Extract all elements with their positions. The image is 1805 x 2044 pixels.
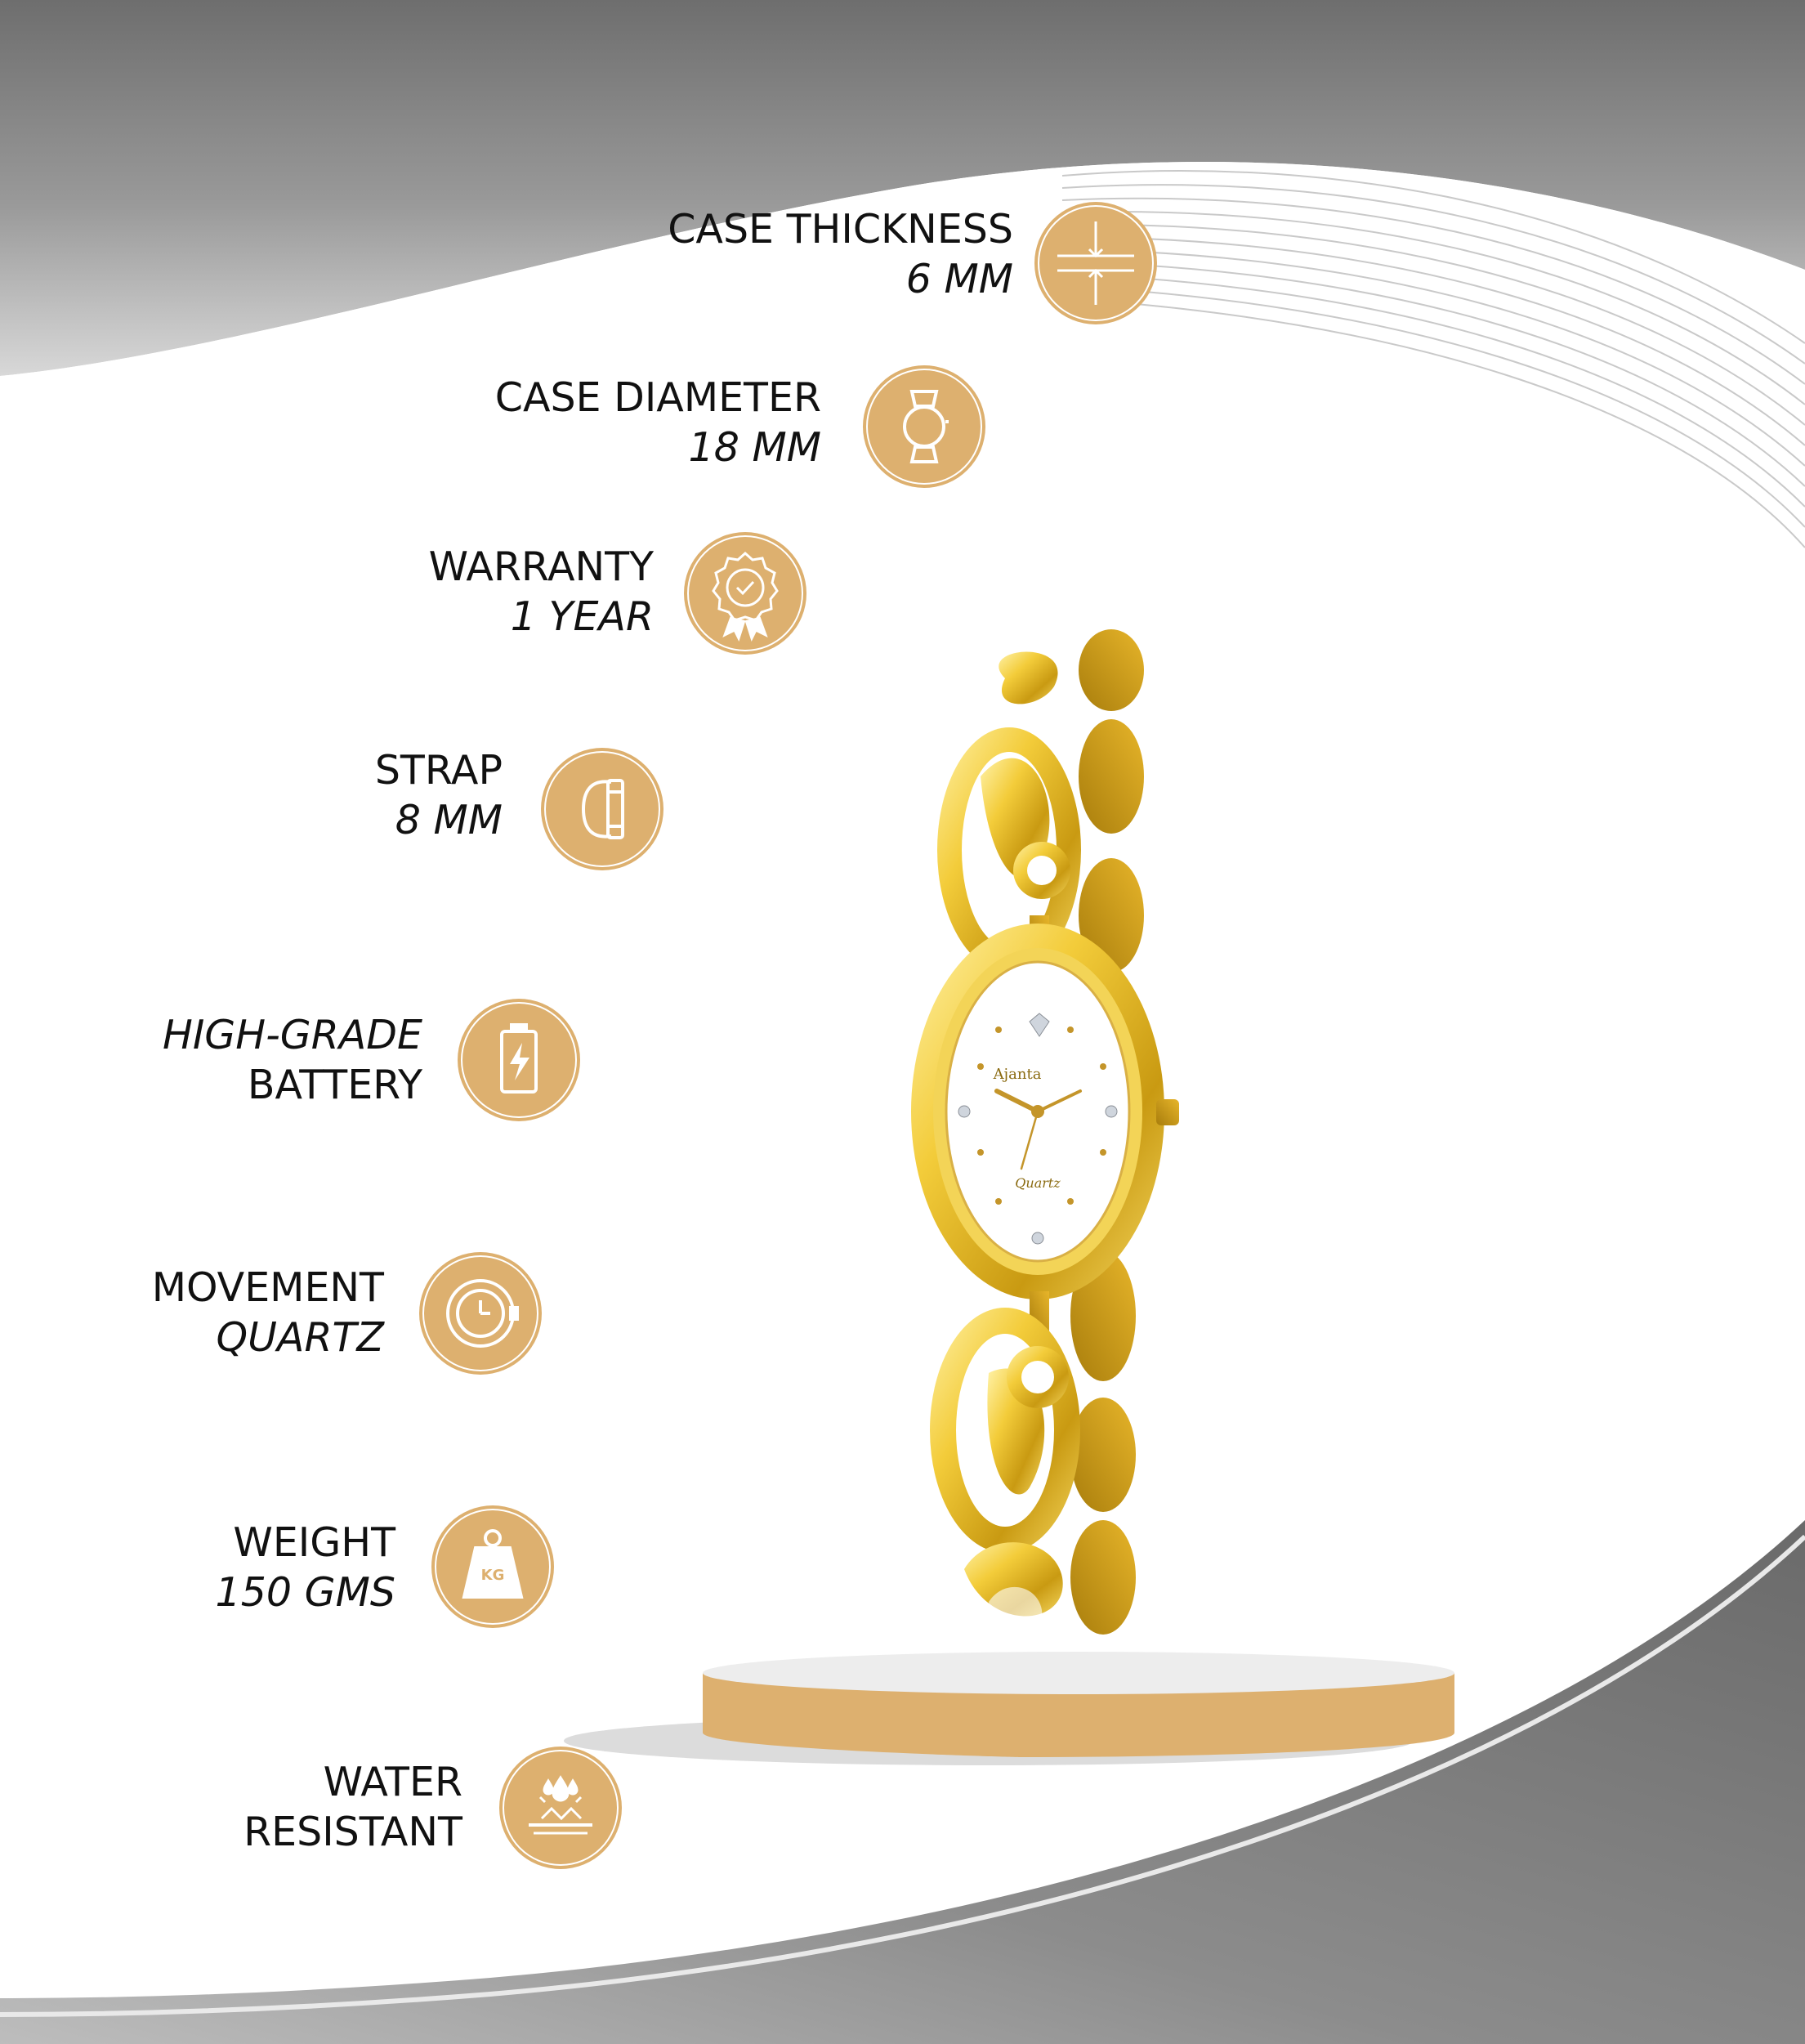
feature-text: CASE DIAMETER 18 MM — [495, 373, 821, 472]
feature-title: WEIGHT — [233, 1519, 395, 1566]
feature-title: HIGH-GRADE — [162, 1012, 422, 1058]
feature-text: WEIGHT 150 GMS — [216, 1518, 395, 1617]
dial-quartz-label: Quartz — [1015, 1175, 1061, 1191]
feature-value: RESISTANT — [243, 1809, 462, 1855]
feature-value: 8 MM — [395, 797, 503, 843]
warranty-badge-icon — [687, 535, 803, 651]
feature-value: BATTERY — [247, 1062, 422, 1108]
feature-water-resistant: WATER RESISTANT — [196, 1757, 462, 1872]
feature-text: WARRANTY 1 YEAR — [429, 542, 654, 642]
feature-movement: MOVEMENT QUARTZ — [131, 1263, 384, 1377]
feature-text: CASE THICKNESS 6 MM — [668, 204, 1013, 304]
dial-brand-label: Ajanta — [993, 1066, 1042, 1083]
feature-title: MOVEMENT — [151, 1264, 384, 1311]
weight-icon: KG — [435, 1509, 551, 1625]
feature-text: WATER RESISTANT — [243, 1757, 462, 1857]
feature-case-thickness: CASE THICKNESS 6 MM — [572, 204, 1013, 319]
feature-value: 150 GMS — [215, 1569, 395, 1616]
watch-icon — [866, 369, 982, 485]
feature-weight: WEIGHT 150 GMS — [163, 1518, 395, 1632]
feature-warranty: WARRANTY 1 YEAR — [343, 542, 654, 656]
feature-value: 6 MM — [905, 256, 1013, 302]
feature-title: WATER — [323, 1759, 462, 1805]
feature-case-diameter: CASE DIAMETER 18 MM — [392, 373, 821, 487]
feature-text: HIGH-GRADE BATTERY — [163, 1010, 422, 1110]
feature-text: MOVEMENT QUARTZ — [152, 1263, 384, 1362]
feature-title: WARRANTY — [428, 543, 654, 590]
display-pedestal — [564, 1652, 1454, 1765]
svg-text:KG: KG — [481, 1567, 505, 1584]
feature-value: QUARTZ — [216, 1314, 385, 1361]
battery-icon — [461, 1002, 577, 1118]
feature-title: CASE DIAMETER — [494, 374, 821, 421]
feature-battery: HIGH-GRADE BATTERY — [147, 1010, 422, 1125]
strap-icon — [544, 751, 660, 867]
feature-value: 1 YEAR — [510, 593, 654, 640]
water-resistant-icon — [503, 1750, 619, 1866]
product-watch: Ajanta Quartz — [911, 629, 1179, 1635]
feature-text: STRAP 8 MM — [375, 745, 503, 845]
feature-title: STRAP — [374, 747, 503, 794]
feature-value: 18 MM — [688, 424, 821, 471]
thickness-icon — [1038, 205, 1154, 321]
feature-title: CASE THICKNESS — [668, 206, 1013, 253]
feature-strap: STRAP 8 MM — [245, 745, 503, 860]
clock-icon — [422, 1255, 538, 1371]
